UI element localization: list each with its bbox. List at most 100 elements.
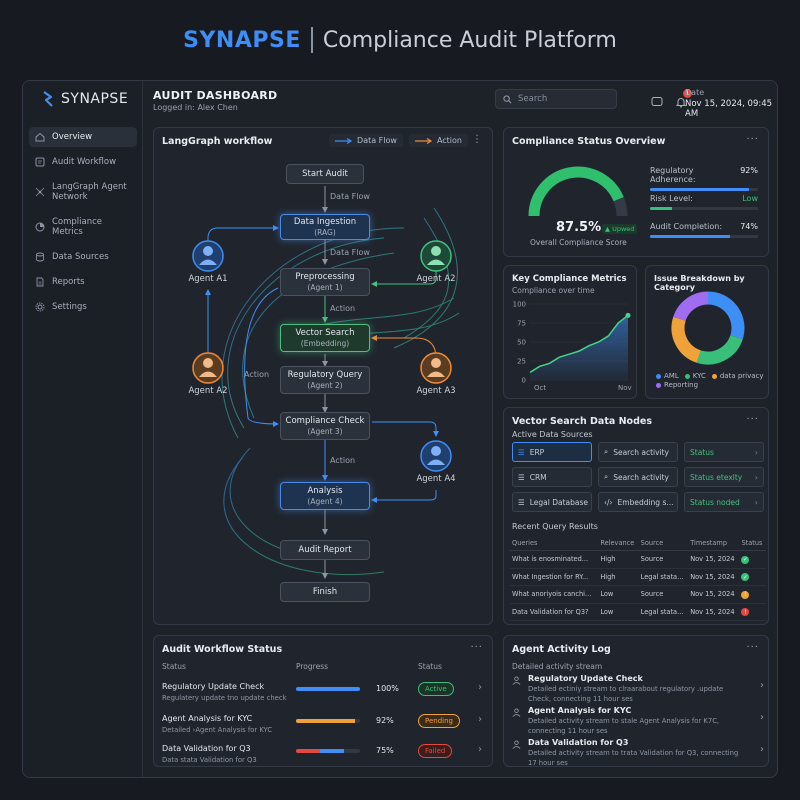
node-title: Audit Report (298, 545, 352, 555)
donut-slice-reporting (673, 291, 709, 322)
stat-risk-level: Risk Level:Low (650, 194, 758, 210)
sidebar-item-langgraph-agent-network[interactable]: LangGraph Agent Network (29, 177, 137, 207)
workflow-row[interactable]: Regulatory Update Check Regulatery updat… (154, 682, 494, 714)
more-options-icon[interactable]: ··· (746, 134, 759, 145)
sidebar-item-settings[interactable]: Settings (29, 297, 137, 317)
audit-workflow-status-card: Audit Workflow Status ··· Status Progres… (153, 635, 493, 767)
legend-action-label: Action (436, 136, 462, 145)
search-activity-cell[interactable]: ⌕Search activity (598, 467, 678, 487)
report-icon (35, 277, 45, 287)
sidebar-item-compliance-metrics[interactable]: Compliance Metrics (29, 212, 137, 242)
search-input[interactable]: Search (495, 89, 617, 109)
key-metrics-card: Key Compliance Metrics Compliance over t… (503, 265, 637, 399)
chevron-right-icon[interactable]: › (478, 744, 482, 755)
bell-icon[interactable]: 1 (675, 89, 692, 108)
status-cell[interactable]: Status noded› (684, 492, 764, 512)
compliance-status-card: Compliance Status Overview ··· 87.5% ▲ U… (503, 127, 769, 257)
more-options-icon[interactable]: ··· (746, 414, 759, 425)
sidebar-item-label: Reports (52, 277, 85, 287)
sidebar-item-reports[interactable]: Reports (29, 272, 137, 292)
agent-icon (512, 676, 521, 685)
node-subtitle: (Embedding) (300, 339, 350, 349)
blue-arrow-icon (335, 137, 353, 144)
row-title: Regulatory Update Check (162, 682, 265, 691)
chevron-right-icon: › (754, 447, 758, 457)
agent-a1-label[interactable]: Agent A1 (188, 274, 228, 284)
vector-search-card: Vector Search Data Nodes ··· Active Data… (503, 407, 769, 625)
data-source-legal-database[interactable]: ☰Legal Database (512, 492, 592, 512)
gear-icon (35, 302, 45, 312)
relevance-cell: High (598, 568, 639, 586)
search-icon (503, 94, 512, 103)
donut-slice-aml (707, 291, 745, 340)
progress-bar (296, 719, 360, 723)
column-header: Timestamp (688, 536, 740, 551)
date-value: Nov 15, 2024, 09:45 AM (685, 99, 773, 119)
trend-badge: ▲ Upwed (602, 224, 638, 234)
table-row[interactable]: Data Validation for Q3? Low Legal stata.… (510, 603, 766, 621)
message-icon[interactable] (651, 93, 663, 106)
node-analysis[interactable]: Analysis (Agent 4) (280, 482, 370, 510)
timestamp-cell: Nov 15, 2024 (688, 585, 740, 604)
home-icon (35, 132, 45, 142)
agent-a2-label[interactable]: Agent A2 (416, 274, 456, 284)
stat-bar (650, 188, 758, 191)
stat-regulatory-adherence: Regulatory Adherence:92% (650, 166, 758, 191)
chevron-right-icon[interactable]: › (760, 712, 764, 723)
data-source-erp[interactable]: ☰ERP (512, 442, 592, 462)
node-regulatory-query[interactable]: Regulatory Query (Agent 2) (280, 366, 370, 394)
more-options-icon[interactable]: ⋮ (472, 134, 483, 145)
embedding-cell[interactable]: ‹/›Embedding s... (598, 492, 678, 512)
legend-data-flow: Data Flow (329, 134, 403, 147)
error-icon: ! (741, 608, 750, 616)
node-start-audit[interactable]: Start Audit (286, 164, 364, 184)
node-vector-search[interactable]: Vector Search (Embedding) (280, 324, 370, 352)
sidebar-item-label: Overview (52, 132, 93, 142)
y-tick-label: 100 (513, 301, 526, 309)
last-point (625, 312, 631, 318)
status-cell[interactable]: Status etexlty› (684, 467, 764, 487)
node-compliance-check[interactable]: Compliance Check (Agent 3) (280, 412, 370, 440)
banner-subtitle: Compliance Audit Platform (322, 27, 617, 53)
agent-a4-label[interactable]: Agent A4 (416, 474, 456, 484)
more-options-icon[interactable]: ··· (746, 642, 759, 653)
chevron-right-icon[interactable]: › (760, 744, 764, 755)
sidebar-item-audit-workflow[interactable]: Audit Workflow (29, 152, 137, 172)
card-title: Compliance Status Overview (512, 136, 666, 147)
app-logo[interactable]: SYNAPSE (41, 91, 128, 107)
legend-aml: AML (656, 372, 679, 380)
cell-label: Legal Database (529, 497, 589, 507)
stat-value: 74% (740, 222, 758, 231)
query-cell: What Ingestion for RY... (510, 568, 599, 586)
workflow-row[interactable]: Agent Analysis for KYC Detailed ›Agent A… (154, 714, 494, 746)
workflow-row[interactable]: Data Validation for Q3 Data stata Valida… (154, 744, 494, 776)
table-row[interactable]: What Ingestion for RY... High Legal stat… (510, 568, 766, 586)
timestamp-cell: Nov 15, 2024 (688, 568, 740, 586)
sidebar-item-data-sources[interactable]: Data Sources (29, 247, 137, 267)
node-data-ingestion[interactable]: Data Ingestion (RAG) (280, 214, 370, 240)
chevron-right-icon[interactable]: › (760, 680, 764, 691)
search-activity-cell[interactable]: ⌕Search activity (598, 442, 678, 462)
sidebar-item-label: Compliance Metrics (52, 217, 103, 237)
chevron-right-icon[interactable]: › (478, 682, 482, 693)
agent-a3-label[interactable]: Agent A3 (416, 386, 456, 396)
cell-label: Status noded (690, 497, 740, 507)
data-source-crm[interactable]: ☰CRM (512, 467, 592, 487)
table-row[interactable]: What anoriyois canchi... Low Source Nov … (510, 585, 766, 604)
node-finish[interactable]: Finish (280, 582, 370, 602)
status-cell[interactable]: Status› (684, 442, 764, 462)
progress-percent: 92% (376, 716, 394, 725)
donut-legend: AML KYC data privacy Reporting (656, 372, 776, 389)
more-options-icon[interactable]: ··· (470, 642, 483, 653)
node-audit-report[interactable]: Audit Report (280, 540, 370, 560)
card-title: Agent Activity Log (512, 644, 611, 655)
chevron-right-icon[interactable]: › (478, 714, 482, 725)
query-cell: Data Validation for Q3? (510, 603, 599, 621)
node-preprocessing[interactable]: Preprocessing (Agent 1) (280, 268, 370, 296)
sidebar-item-overview[interactable]: Overview (29, 127, 137, 147)
table-row[interactable]: What is enosminated... High Source Nov 1… (510, 550, 766, 569)
status-badge: Active (418, 682, 454, 696)
date-label: Date (685, 88, 705, 97)
agent-a2-label[interactable]: Agent A2 (188, 386, 228, 396)
